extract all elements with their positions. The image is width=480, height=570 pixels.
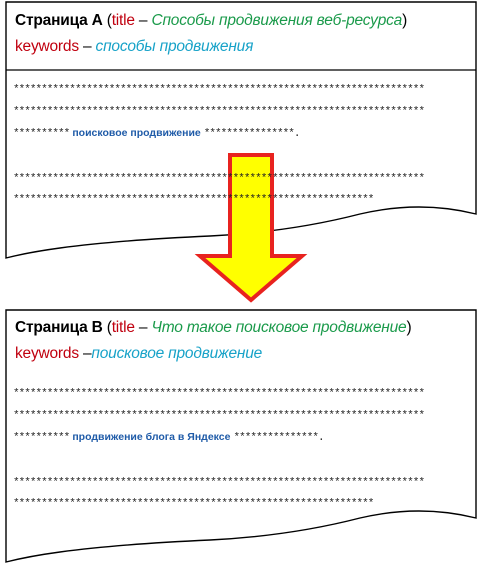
page-a-document [5, 1, 477, 259]
page-a-title-dash: – [134, 12, 152, 29]
page-a-keywords-key: keywords [15, 38, 79, 55]
close-paren: ) [406, 319, 412, 336]
page-b-text-line-3: **********продвижение блога в Яндексе***… [13, 431, 325, 444]
down-arrow-icon [194, 153, 308, 303]
page-b-title-value: Что такое поисковое продвижение [151, 319, 407, 336]
page-a-heading: Страница А [15, 12, 103, 29]
page-a-text-line-3: **********поисковое продвижение*********… [13, 127, 300, 140]
close-paren: ) [402, 12, 408, 29]
page-a-keywords-dash: – [78, 38, 96, 55]
page-b-title-line: Страница В (title – Что такое поисковое … [15, 319, 412, 337]
page-a-stars-lead: ********** [13, 128, 70, 140]
page-b-keywords-key: keywords [15, 345, 79, 362]
page-a-title-line: Страница А (title – Способы продвижения … [15, 12, 407, 30]
page-b-keywords-dash: – [78, 345, 92, 362]
page-a-text-line-2: ****************************************… [13, 106, 425, 118]
page-b-text-line-4: ****************************************… [13, 477, 425, 489]
page-b-keywords-line: keywords –поисковое продвижение [15, 345, 262, 363]
page-a-title-value: Способы продвижения веб-ресурса [151, 12, 403, 29]
page-b-text-line-2: ****************************************… [13, 410, 425, 422]
page-a-stars-trail: ****************. [203, 128, 301, 140]
page-b-text-line-5: ****************************************… [13, 498, 374, 510]
page-b-text-line-1: ****************************************… [13, 388, 425, 400]
page-b-document [5, 309, 477, 563]
open-paren: ( [106, 319, 112, 336]
open-paren: ( [106, 12, 112, 29]
page-b-keyword-phrase: продвижение блога в Яндексе [72, 431, 231, 443]
page-b-stars-trail: ***************. [233, 432, 324, 444]
page-a-keywords-line: keywords – способы продвижения [15, 38, 253, 56]
page-b-stars-lead: ********** [13, 432, 70, 444]
page-a-keyword-phrase: поисковое продвижение [72, 127, 201, 139]
page-a-title-key: title [111, 12, 135, 29]
page-b-heading: Страница В [15, 319, 103, 336]
page-a-text-line-1: ****************************************… [13, 84, 425, 96]
page-a-text-line-4: ****************************************… [13, 173, 425, 185]
page-b-title-key: title [111, 319, 135, 336]
page-b-keywords-value: поисковое продвижение [91, 345, 263, 362]
page-b-title-dash: – [134, 319, 152, 336]
page-a-keywords-value: способы продвижения [95, 38, 254, 55]
page-a-text-line-5: ****************************************… [13, 194, 374, 206]
